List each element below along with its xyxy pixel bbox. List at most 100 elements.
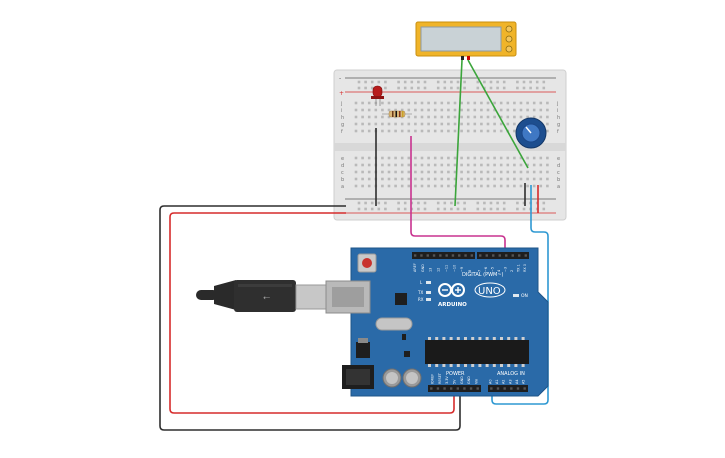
rail-hole[interactable] [476, 201, 480, 205]
breadboard-hole[interactable] [440, 156, 444, 160]
rail-hole[interactable] [463, 207, 466, 211]
breadboard-hole[interactable] [466, 129, 470, 133]
breadboard-hole[interactable] [466, 177, 470, 181]
rail-hole[interactable] [463, 80, 466, 84]
rail-hole[interactable] [364, 80, 367, 84]
header-hole[interactable] [476, 387, 479, 390]
breadboard-hole[interactable] [433, 184, 437, 188]
breadboard-hole[interactable] [466, 115, 470, 119]
breadboard-hole[interactable] [486, 122, 490, 126]
breadboard-hole[interactable] [486, 184, 490, 188]
breadboard-hole[interactable] [367, 184, 371, 188]
breadboard-hole[interactable] [407, 177, 411, 181]
breadboard-hole[interactable] [387, 115, 391, 119]
breadboard-hole[interactable] [447, 115, 450, 119]
rail-hole[interactable] [370, 80, 374, 84]
breadboard-hole[interactable] [493, 170, 496, 174]
rail-hole[interactable] [476, 80, 480, 84]
breadboard-hole[interactable] [440, 122, 444, 126]
breadboard-hole[interactable] [453, 129, 457, 133]
rail-hole[interactable] [370, 201, 374, 205]
breadboard-hole[interactable] [387, 156, 391, 160]
rail-hole[interactable] [436, 86, 440, 90]
rail-hole[interactable] [522, 86, 526, 90]
wire-digital[interactable] [410, 136, 506, 256]
header-hole[interactable] [492, 254, 495, 257]
breadboard-hole[interactable] [473, 129, 477, 133]
breadboard-hole[interactable] [460, 163, 463, 167]
rail-hole[interactable] [450, 207, 453, 211]
breadboard-hole[interactable] [506, 184, 510, 188]
led[interactable] [371, 85, 384, 106]
breadboard-hole[interactable] [367, 108, 371, 112]
breadboard-hole[interactable] [519, 184, 523, 188]
breadboard-hole[interactable] [381, 122, 384, 126]
breadboard-hole[interactable] [374, 108, 378, 112]
breadboard-hole[interactable] [513, 129, 516, 133]
rail-hole[interactable] [535, 80, 539, 84]
rail-hole[interactable] [397, 86, 400, 90]
breadboard-hole[interactable] [473, 115, 477, 119]
breadboard-hole[interactable] [394, 129, 397, 133]
breadboard-hole[interactable] [466, 108, 470, 112]
breadboard-hole[interactable] [354, 108, 358, 112]
breadboard-hole[interactable] [440, 101, 444, 105]
breadboard-hole[interactable] [539, 108, 543, 112]
breadboard-hole[interactable] [466, 184, 470, 188]
breadboard-hole[interactable] [532, 184, 536, 188]
arduino-board[interactable]: ARDUINO UNO DIGITAL (PWM~) ANALOG IN POW… [325, 247, 549, 397]
breadboard-hole[interactable] [460, 129, 463, 133]
rail-hole[interactable] [417, 86, 420, 90]
breadboard-hole[interactable] [493, 129, 496, 133]
breadboard-hole[interactable] [539, 163, 543, 167]
breadboard-hole[interactable] [381, 115, 384, 119]
breadboard-hole[interactable] [447, 156, 450, 160]
rail-hole[interactable] [436, 201, 440, 205]
breadboard-hole[interactable] [354, 122, 358, 126]
breadboard-hole[interactable] [374, 115, 378, 119]
rail-hole[interactable] [436, 207, 440, 211]
rail-hole[interactable] [384, 207, 387, 211]
header-hole[interactable] [490, 387, 493, 390]
header-hole[interactable] [503, 387, 506, 390]
breadboard-hole[interactable] [546, 170, 549, 174]
breadboard-hole[interactable] [440, 115, 444, 119]
rail-hole[interactable] [456, 80, 460, 84]
rail-hole[interactable] [502, 201, 506, 205]
resistor[interactable] [382, 110, 412, 118]
breadboard-hole[interactable] [361, 129, 364, 133]
rail-hole[interactable] [450, 86, 453, 90]
breadboard-hole[interactable] [427, 129, 430, 133]
breadboard-hole[interactable] [506, 108, 510, 112]
breadboard-hole[interactable] [354, 156, 358, 160]
breadboard-hole[interactable] [367, 156, 371, 160]
breadboard-hole[interactable] [394, 170, 397, 174]
rail-hole[interactable] [516, 207, 519, 211]
breadboard-hole[interactable] [440, 108, 444, 112]
rail-hole[interactable] [370, 207, 374, 211]
breadboard-hole[interactable] [361, 108, 364, 112]
rail-hole[interactable] [377, 80, 381, 84]
breadboard-hole[interactable] [414, 163, 417, 167]
breadboard-hole[interactable] [546, 184, 549, 188]
breadboard-hole[interactable] [519, 156, 523, 160]
breadboard-hole[interactable] [387, 129, 391, 133]
breadboard-hole[interactable] [361, 122, 364, 126]
breadboard-hole[interactable] [539, 101, 543, 105]
rail-hole[interactable] [456, 207, 460, 211]
rail-hole[interactable] [476, 86, 480, 90]
header-hole[interactable] [498, 254, 501, 257]
rail-hole[interactable] [522, 80, 526, 84]
breadboard-hole[interactable] [493, 115, 496, 119]
breadboard-hole[interactable] [453, 177, 457, 181]
rail-hole[interactable] [403, 86, 407, 90]
breadboard-hole[interactable] [480, 156, 483, 160]
rail-hole[interactable] [502, 80, 506, 84]
breadboard-hole[interactable] [532, 115, 536, 119]
rail-hole[interactable] [397, 201, 400, 205]
breadboard-hole[interactable] [453, 108, 457, 112]
breadboard-hole[interactable] [466, 101, 470, 105]
breadboard-hole[interactable] [400, 163, 404, 167]
breadboard-hole[interactable] [361, 101, 364, 105]
breadboard-hole[interactable] [532, 156, 536, 160]
